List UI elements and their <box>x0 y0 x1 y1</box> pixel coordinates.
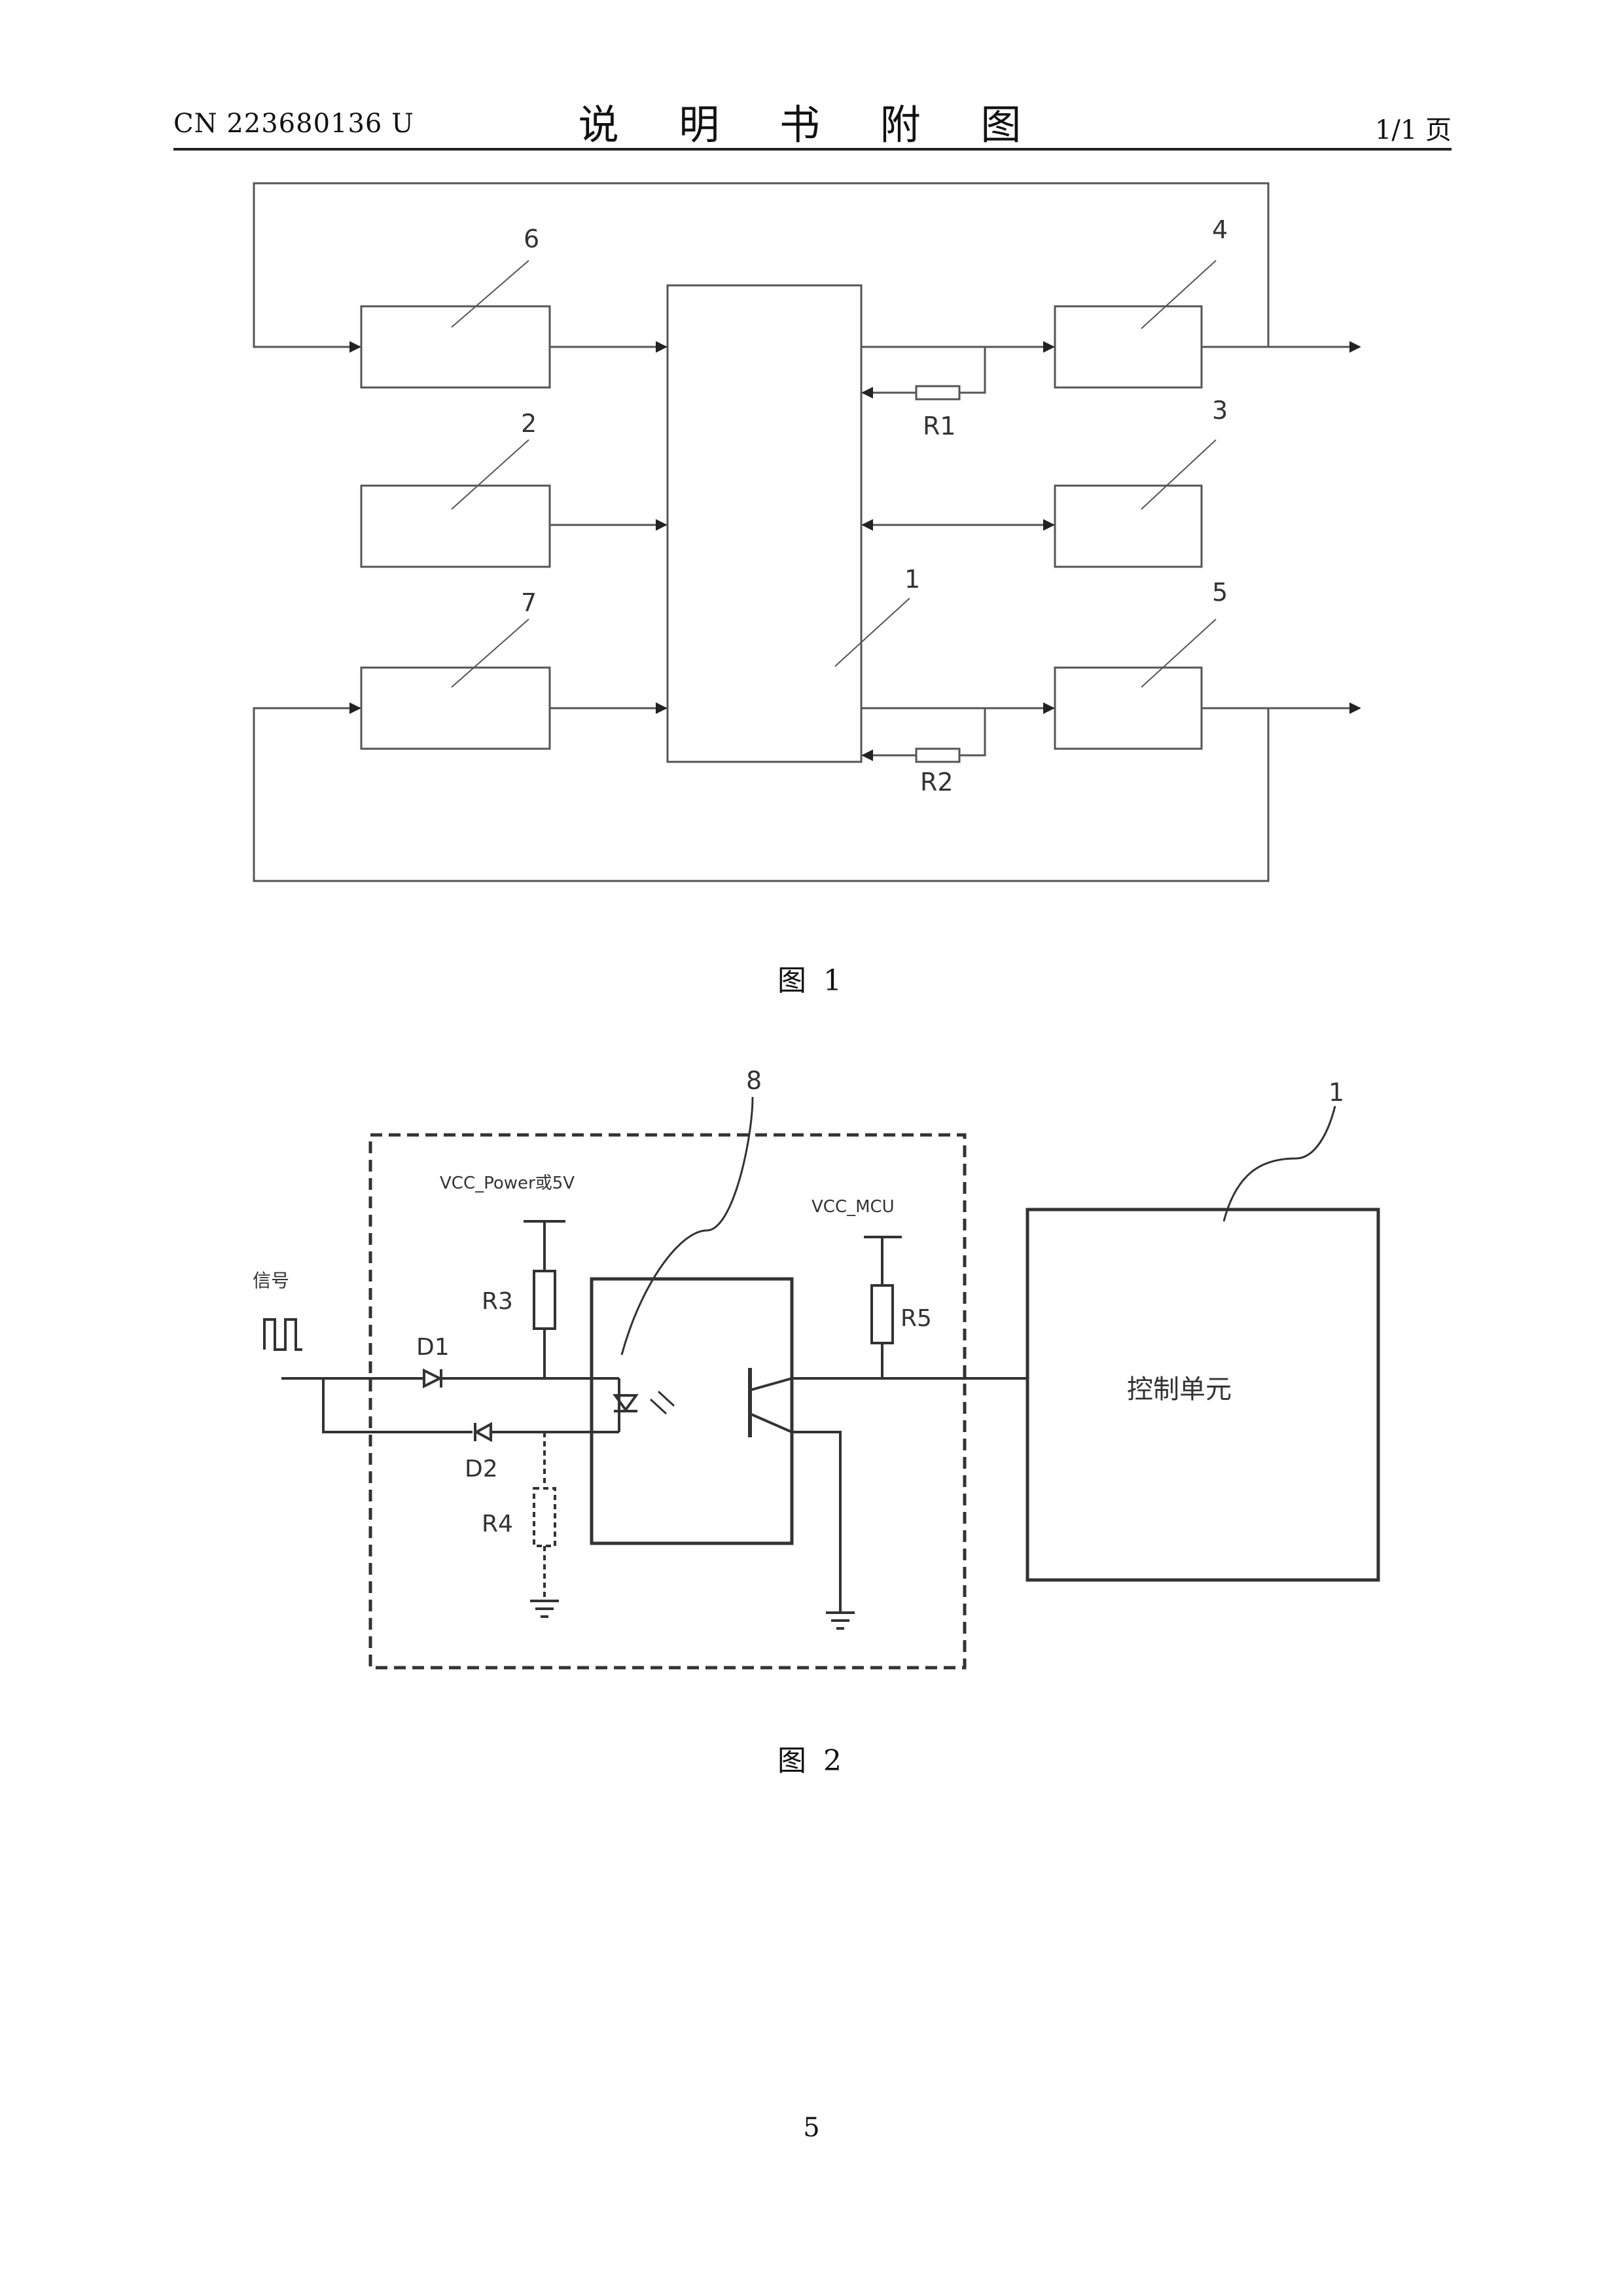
leader-2 <box>452 440 529 509</box>
leader-5 <box>1141 619 1216 687</box>
figure2-labels: 8 1 VCC_Power或5V VCC_MCU 信号 R3 R4 R5 D1 … <box>253 1066 1344 1537</box>
phototransistor-emitter <box>750 1414 792 1432</box>
resistor-r5 <box>872 1285 893 1343</box>
wire-d2-left <box>323 1378 473 1432</box>
block-7 <box>361 668 550 749</box>
label-7: 7 <box>521 588 537 617</box>
label-3: 3 <box>1212 396 1228 425</box>
wire-emitter-gnd <box>792 1432 840 1613</box>
label-8: 8 <box>746 1066 762 1095</box>
label-d1: D1 <box>416 1334 450 1361</box>
label-vcc-power: VCC_Power或5V <box>440 1174 575 1193</box>
resistor-r3 <box>534 1271 555 1329</box>
label-control-unit: 控制单元 <box>1127 1374 1232 1405</box>
figure1-block-diagram <box>254 183 1360 881</box>
label-4: 4 <box>1212 215 1228 244</box>
resistor-r4 <box>534 1488 555 1546</box>
resistor-r1 <box>916 386 959 399</box>
feedback-loop-top <box>254 183 1268 347</box>
label-2: 2 <box>521 409 537 438</box>
figure1-labels: 6 2 7 4 3 5 1 R1 R2 <box>521 215 1228 797</box>
label-d2: D2 <box>465 1456 498 1482</box>
block-2 <box>361 486 550 567</box>
label-control-ref-1: 1 <box>1329 1078 1344 1107</box>
feedback-loop-bottom <box>254 708 1268 881</box>
leader-7 <box>452 619 529 687</box>
block-4 <box>1055 306 1202 387</box>
label-r4: R4 <box>482 1511 513 1537</box>
led-emission-1 <box>651 1399 666 1414</box>
figure2-caption: 图 2 <box>0 1737 1623 1779</box>
leader-4 <box>1141 260 1216 329</box>
block-5 <box>1055 668 1202 749</box>
label-1: 1 <box>904 565 920 594</box>
label-r5: R5 <box>901 1305 932 1332</box>
signal-pulse-icon <box>264 1319 302 1350</box>
resistor-r2 <box>916 749 959 762</box>
led-emission-2 <box>658 1391 674 1406</box>
label-signal: 信号 <box>253 1270 289 1291</box>
block-1-controller <box>668 285 861 762</box>
label-r2: R2 <box>920 768 954 797</box>
label-vcc-mcu: VCC_MCU <box>812 1197 895 1217</box>
wire-r1-feedback <box>959 347 985 393</box>
block-3 <box>1055 486 1202 567</box>
diode-d2 <box>476 1424 491 1440</box>
label-6: 6 <box>524 224 539 253</box>
page-number: 5 <box>0 2113 1623 2143</box>
label-r1: R1 <box>923 412 956 440</box>
figure1-caption: 图 1 <box>0 957 1623 999</box>
label-5: 5 <box>1212 578 1228 607</box>
label-r3: R3 <box>482 1288 513 1315</box>
leader-1 <box>835 598 910 666</box>
wire-r2-feedback <box>959 708 985 755</box>
block-6 <box>361 306 550 387</box>
leader-3 <box>1141 440 1216 509</box>
phototransistor-collector <box>750 1378 792 1390</box>
diode-d1 <box>424 1371 440 1386</box>
leader-1-control <box>1224 1106 1335 1221</box>
leader-6 <box>452 260 529 327</box>
